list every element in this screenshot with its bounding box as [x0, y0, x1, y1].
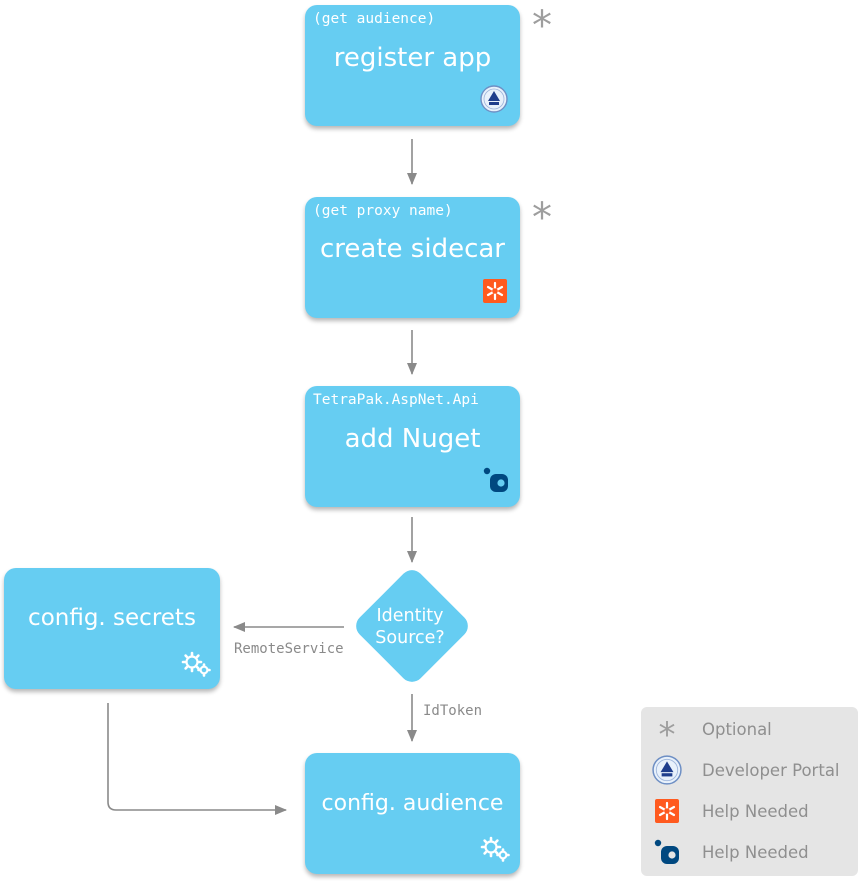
nuget-icon: [482, 466, 510, 498]
help-needed-orange-icon: [651, 795, 683, 827]
optional-asterisk-marker: *: [532, 3, 552, 49]
node-add-nuget-subtitle: TetraPak.AspNet.Api: [313, 392, 479, 408]
node-config-secrets: config. secrets: [4, 568, 220, 689]
legend-item-optional: * Optional: [651, 712, 772, 755]
gears-icon: [181, 651, 211, 681]
legend-label-developer-portal: Developer Portal: [702, 760, 840, 780]
node-create-sidecar-subtitle: (get proxy name): [313, 203, 453, 219]
arrow-secrets-to-audience: [107, 703, 287, 815]
node-register-app: (get audience) register app: [305, 5, 520, 126]
node-config-audience: config. audience: [305, 753, 520, 874]
decision-diamond: [356, 570, 468, 682]
developer-portal-badge-icon: [651, 754, 683, 786]
edge-label-remote-service: RemoteService: [234, 641, 344, 657]
identity-source-line2: Source?: [375, 628, 445, 648]
developer-portal-badge-icon: [480, 85, 508, 117]
legend-item-help-needed-nuget: Help Needed: [651, 835, 809, 869]
node-register-app-title: register app: [333, 43, 492, 73]
edge-label-id-token: IdToken: [423, 703, 483, 719]
nuget-icon: [651, 836, 683, 868]
node-create-sidecar-title: create sidecar: [320, 234, 505, 264]
node-add-nuget: TetraPak.AspNet.Api add Nuget: [305, 386, 520, 507]
identity-source-decision: Identity Source?: [350, 605, 470, 649]
legend-item-developer-portal: Developer Portal: [651, 753, 840, 787]
node-add-nuget-title: add Nuget: [344, 424, 481, 454]
identity-source-line1: Identity: [376, 606, 444, 626]
node-config-secrets-title: config. secrets: [28, 605, 196, 631]
gears-icon: [480, 836, 510, 866]
node-register-app-subtitle: (get audience): [313, 11, 436, 27]
optional-asterisk-marker: *: [532, 195, 552, 241]
node-config-audience-title: config. audience: [321, 791, 504, 816]
legend-item-help-needed-orange: Help Needed: [651, 794, 809, 828]
asterisk-icon: *: [658, 715, 676, 755]
node-create-sidecar: (get proxy name) create sidecar: [305, 197, 520, 318]
legend-label-help-needed-2: Help Needed: [702, 842, 809, 862]
legend: * Optional Developer Portal Help Needed: [641, 707, 858, 876]
help-needed-orange-icon: [483, 279, 507, 307]
legend-label-help-needed-1: Help Needed: [702, 801, 809, 821]
legend-label-optional: Optional: [702, 719, 772, 739]
